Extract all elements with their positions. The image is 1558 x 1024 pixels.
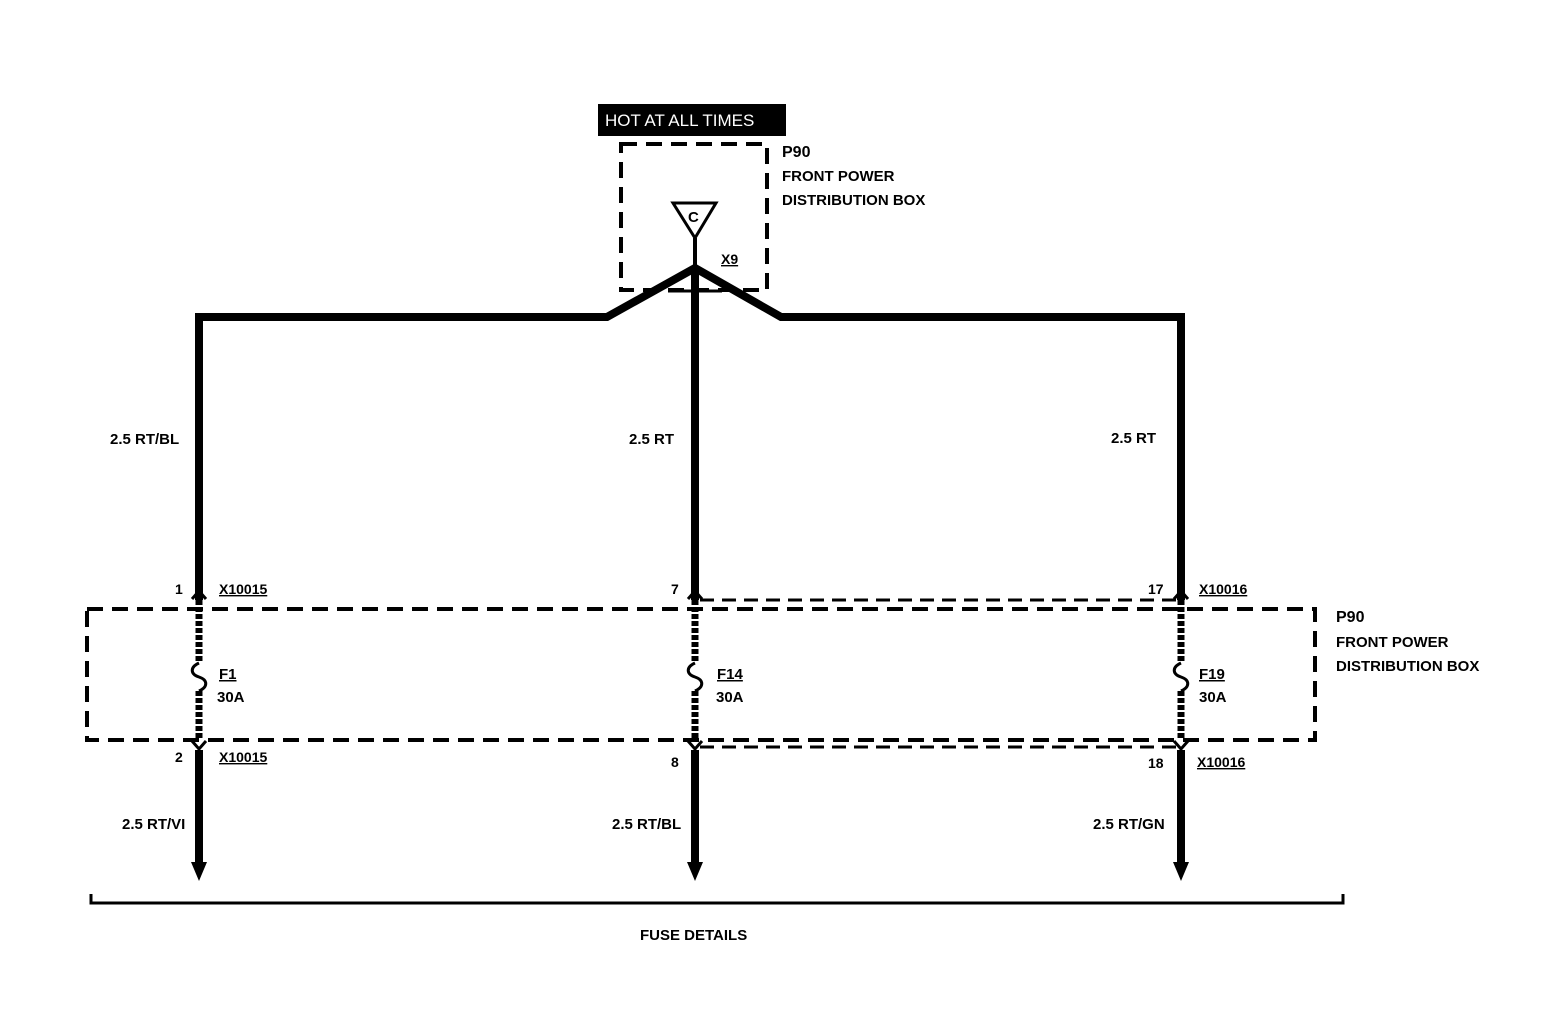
fuse-1-icon xyxy=(190,661,208,693)
supply-bus-wire xyxy=(195,263,1185,600)
connector-out-3: X10016 xyxy=(1197,754,1245,770)
hot-at-all-times-label: HOT AT ALL TIMES xyxy=(605,111,754,130)
pin-in-2: 7 xyxy=(671,581,679,597)
connector-out-2-chevron-icon xyxy=(686,740,704,752)
connector-in-3-chevron-icon xyxy=(1172,588,1190,600)
wire-label-in-2: 2.5 RT xyxy=(629,431,674,448)
wire-out-1-arrow-icon xyxy=(191,862,207,881)
fuse-3-rating: 30A xyxy=(1199,689,1227,706)
fuse-1-id: F1 xyxy=(219,666,237,683)
wire-label-in-1: 2.5 RT/BL xyxy=(110,431,179,448)
terminal-triangle-icon xyxy=(670,201,719,241)
wire-label-out-2: 2.5 RT/BL xyxy=(612,816,681,833)
upper-box-name-line2: DISTRIBUTION BOX xyxy=(782,192,925,209)
fuse-3-icon xyxy=(1172,661,1190,693)
fuse-column-3 xyxy=(1172,588,1190,881)
wire-label-out-1: 2.5 RT/VI xyxy=(122,816,185,833)
fuse-2-rating: 30A xyxy=(716,689,744,706)
wire-out-2-arrow-icon xyxy=(687,862,703,881)
connector-out-3-chevron-icon xyxy=(1172,740,1190,752)
lower-box-id: P90 xyxy=(1336,609,1365,626)
fuse-details-bracket xyxy=(89,894,1345,905)
fuse-2-id: F14 xyxy=(717,666,744,683)
wire-label-out-3: 2.5 RT/GN xyxy=(1093,816,1165,833)
fuse-column-1 xyxy=(190,588,208,881)
pin-out-1: 2 xyxy=(175,749,183,765)
connector-in-2-chevron-icon xyxy=(686,588,704,600)
terminal-symbol-label: C xyxy=(688,209,699,226)
fuse-details-caption: FUSE DETAILS xyxy=(640,927,747,944)
fuse-3-id: F19 xyxy=(1199,666,1225,683)
connector-in-1: X10015 xyxy=(219,581,267,597)
connector-out-1: X10015 xyxy=(219,749,267,765)
lower-box-name-line2: DISTRIBUTION BOX xyxy=(1336,658,1479,675)
pin-in-3: 17 xyxy=(1148,581,1164,597)
lower-box-name-line1: FRONT POWER xyxy=(1336,634,1449,651)
fuse-1-rating: 30A xyxy=(217,689,245,706)
lower-power-distribution-box xyxy=(85,607,1317,742)
connector-in-3: X10016 xyxy=(1199,581,1247,597)
connector-out-1-chevron-icon xyxy=(190,740,208,752)
connector-in-1-chevron-icon xyxy=(190,588,208,600)
supply-connector-label: X9 xyxy=(721,251,738,267)
pin-out-3: 18 xyxy=(1148,755,1164,771)
pin-out-2: 8 xyxy=(671,754,679,770)
upper-box-name-line1: FRONT POWER xyxy=(782,168,895,185)
wire-label-in-3: 2.5 RT xyxy=(1111,430,1156,447)
wire-out-3-arrow-icon xyxy=(1173,862,1189,881)
fuse-column-2 xyxy=(686,588,704,881)
pin-in-1: 1 xyxy=(175,581,183,597)
hot-at-all-times-banner xyxy=(598,104,786,136)
upper-box-id: P90 xyxy=(782,144,811,161)
fuse-2-icon xyxy=(686,661,704,693)
